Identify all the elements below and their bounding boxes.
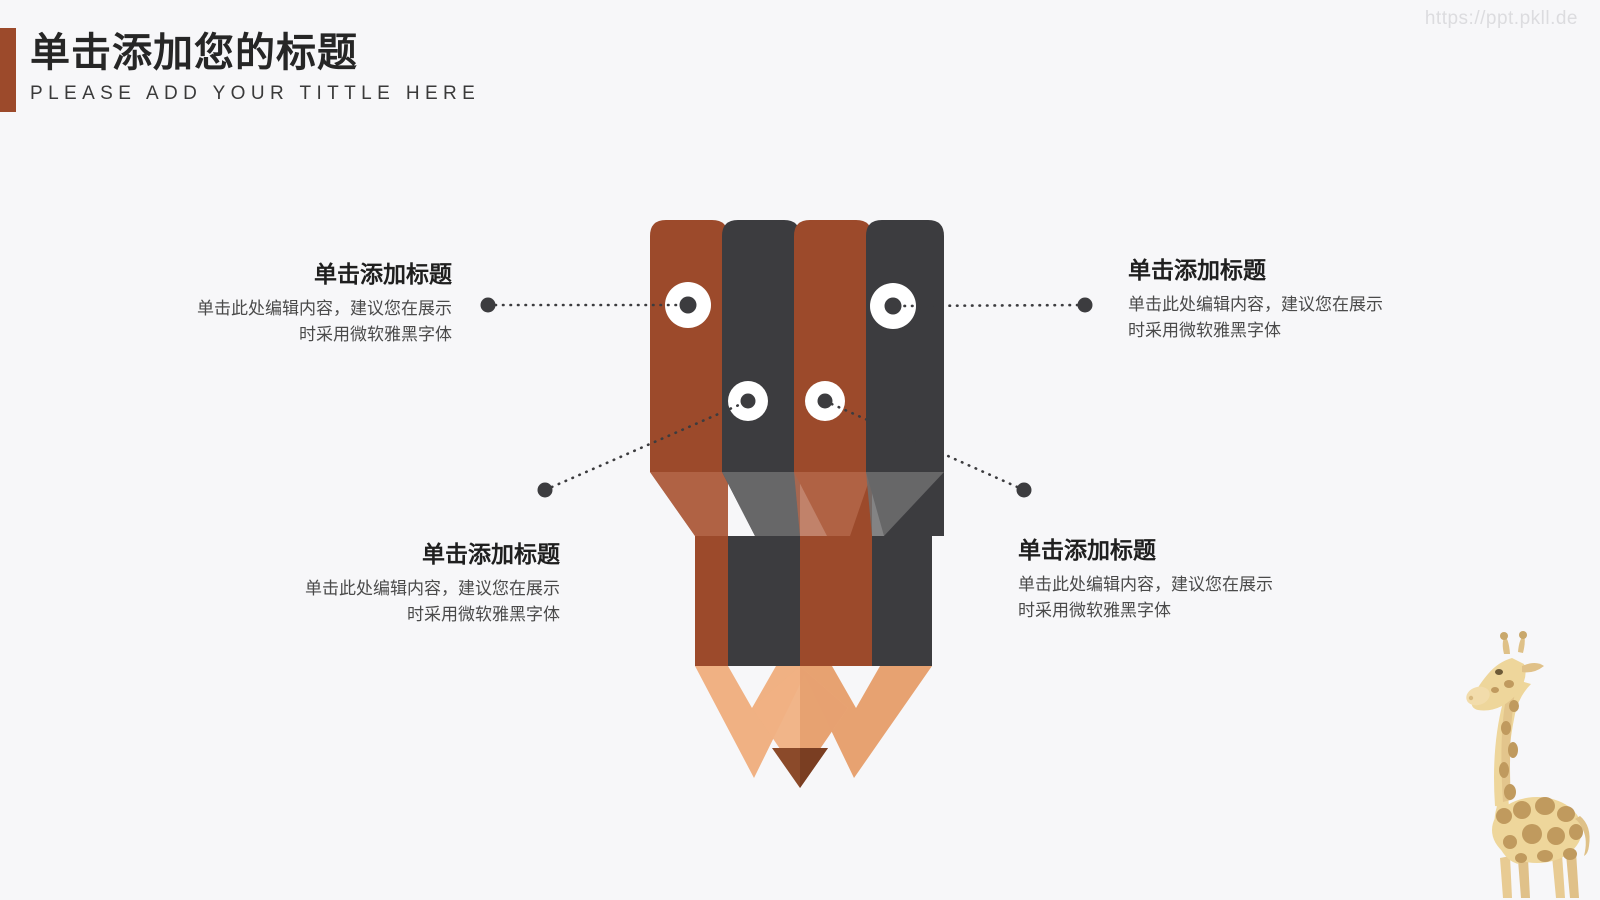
pencil-eye-top-right <box>870 283 916 329</box>
header-text-group: 单击添加您的标题 PLEASE ADD YOUR TITTLE HERE <box>30 28 480 108</box>
pencil-bar-1 <box>650 220 728 666</box>
giraffe-illustration <box>1466 631 1590 898</box>
callout-body: 单击此处编辑内容，建议您在展示 时采用微软雅黑字体 <box>1128 295 1383 340</box>
pencil-bar-4 <box>866 220 944 666</box>
site-watermark: https://ppt.pkll.de <box>1424 8 1578 29</box>
header-accent-bar <box>0 28 16 112</box>
connector-endpoint-top-left <box>480 297 496 313</box>
callout-top-left[interactable]: 单击添加标题 单击此处编辑内容，建议您在展示 时采用微软雅黑字体 <box>100 258 452 348</box>
pencil-eye-top-left <box>665 282 711 328</box>
pencil-eye-bottom-right <box>805 381 845 421</box>
connector-bottom-left <box>543 399 750 492</box>
page-subtitle: PLEASE ADD YOUR TITTLE HERE <box>30 83 481 104</box>
callout-body: 单击此处编辑内容，建议您在展示 时采用微软雅黑字体 <box>197 299 452 344</box>
callout-title: 单击添加标题 <box>314 261 452 287</box>
connector-endpoint-top-right <box>1077 297 1093 313</box>
callout-body: 单击此处编辑内容，建议您在展示 时采用微软雅黑字体 <box>305 579 560 624</box>
connector-endpoint-bottom-right <box>1016 482 1032 498</box>
connector-bottom-right <box>823 399 1026 492</box>
connector-top-right <box>891 303 1087 308</box>
callout-body: 单击此处编辑内容，建议您在展示 时采用微软雅黑字体 <box>1018 575 1273 620</box>
callout-title: 单击添加标题 <box>1018 537 1156 563</box>
pencil-bar-2 <box>722 220 800 666</box>
callout-top-right[interactable]: 单击添加标题 单击此处编辑内容，建议您在展示 时采用微软雅黑字体 <box>1128 254 1488 344</box>
page-title: 单击添加您的标题 <box>30 31 358 75</box>
connector-endpoint-bottom-left <box>537 482 553 498</box>
callout-bottom-left[interactable]: 单击添加标题 单击此处编辑内容，建议您在展示 时采用微软雅黑字体 <box>208 538 560 628</box>
callout-title: 单击添加标题 <box>422 541 560 567</box>
pencil-eye-bottom-left <box>728 381 768 421</box>
callout-title: 单击添加标题 <box>1128 257 1266 283</box>
callout-bottom-right[interactable]: 单击添加标题 单击此处编辑内容，建议您在展示 时采用微软雅黑字体 <box>1018 534 1378 624</box>
pencil-bar-3 <box>794 220 872 666</box>
pencil-tip <box>695 666 932 788</box>
